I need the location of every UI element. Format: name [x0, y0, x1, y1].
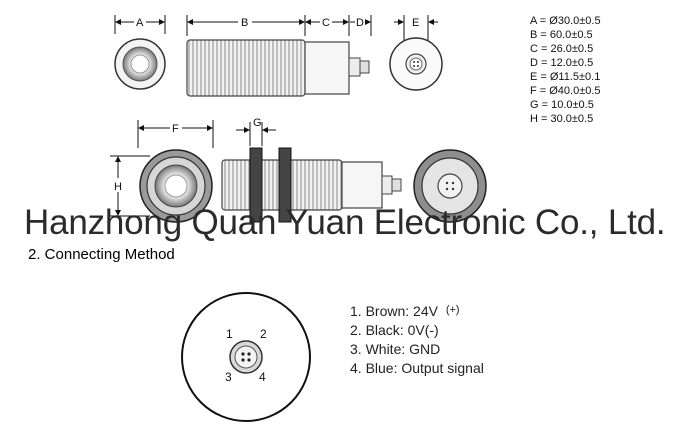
- side-view-mounted: [221, 147, 402, 223]
- minus-symbol: (-): [424, 322, 439, 338]
- front-view-top: [114, 38, 166, 90]
- front-view-nut: [139, 149, 213, 223]
- wire-black: 2. Black: 0V(-): [350, 322, 439, 338]
- dim-b-c-d: B C D: [186, 15, 372, 36]
- pin-label-2: 2: [260, 327, 267, 341]
- pin-label-1: 1: [226, 327, 233, 341]
- spec-h: H = 30.0±0.5: [530, 113, 594, 125]
- dim-label-h: H: [114, 181, 122, 193]
- spec-a: A = Ø30.0±0.5: [530, 15, 601, 27]
- spec-g: G = 10.0±0.5: [530, 99, 594, 111]
- pin-label-4: 4: [259, 370, 266, 384]
- dim-e: E: [394, 15, 438, 40]
- dim-label-a: A: [136, 17, 144, 29]
- wire-white: 3. White: GND: [350, 341, 441, 357]
- company-watermark: Hanzhong Quan Yuan Electronic Co., Ltd.: [24, 203, 666, 242]
- pinout-diagram: 1 2 3 4: [181, 292, 311, 422]
- dim-label-g: G: [253, 117, 262, 129]
- pin-label-3: 3: [225, 370, 232, 384]
- wire-brown: 1. Brown: 24V (+): [350, 303, 460, 319]
- spec-e: E = Ø11.5±0.1: [530, 71, 601, 83]
- dim-a: A: [114, 15, 166, 34]
- dim-label-b: B: [241, 17, 248, 29]
- plus-symbol: (+): [445, 304, 460, 316]
- wire-black-label: 2. Black: 0V: [350, 322, 425, 338]
- wire-blue: 4. Blue: Output signal: [350, 360, 484, 376]
- wire-brown-label: 1. Brown: 24V: [350, 303, 438, 319]
- connector-view-nut: [413, 149, 487, 223]
- spec-b: B = 60.0±0.5: [530, 29, 593, 41]
- spec-d: D = 12.0±0.5: [530, 57, 594, 69]
- dim-label-d: D: [356, 17, 364, 29]
- spec-f: F = Ø40.0±0.5: [530, 85, 601, 97]
- connector-view-top: [389, 37, 443, 91]
- spec-c: C = 26.0±0.5: [530, 43, 594, 55]
- dim-f-h: F H: [110, 120, 214, 217]
- dim-g: G: [236, 117, 276, 146]
- section-title: 2. Connecting Method: [28, 246, 175, 263]
- side-view-top: [186, 39, 370, 97]
- dim-label-c: C: [322, 17, 330, 29]
- dim-label-f: F: [172, 123, 179, 135]
- dim-label-e: E: [412, 17, 419, 29]
